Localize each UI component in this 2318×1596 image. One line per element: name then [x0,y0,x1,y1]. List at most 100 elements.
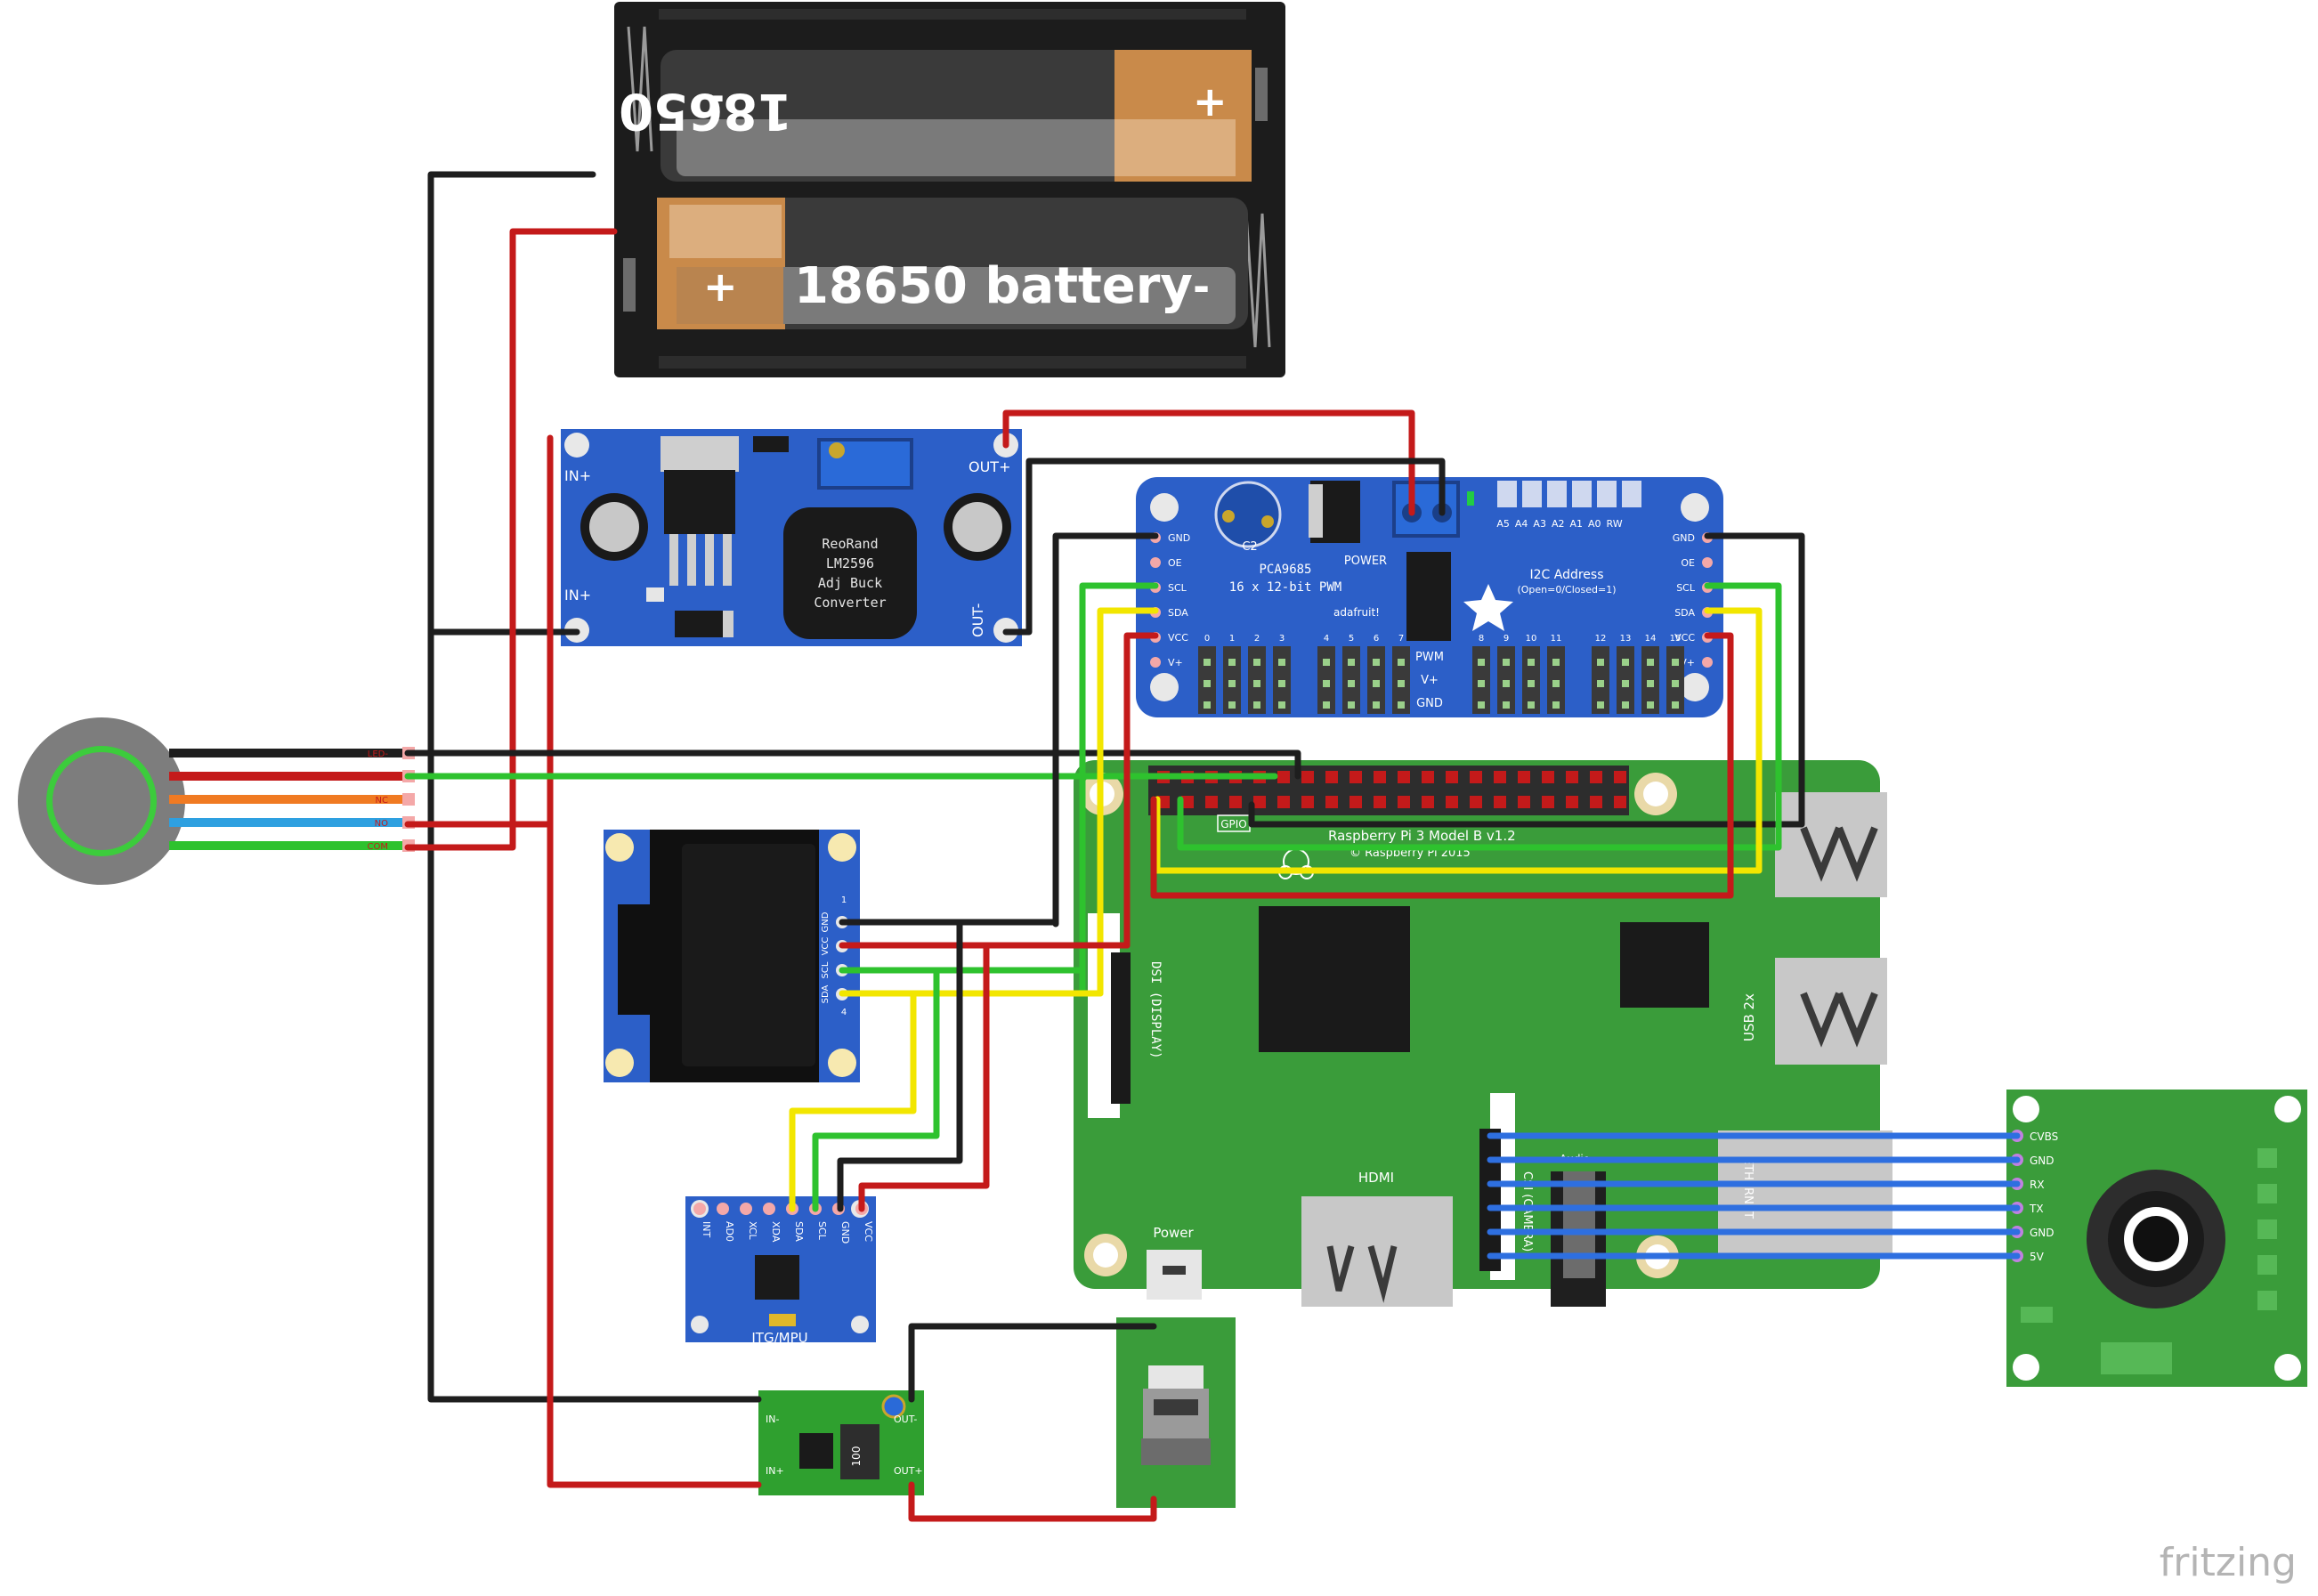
mini-buck-converter[interactable]: 100 IN- IN+ OUT- OUT+ [758,1390,924,1495]
gpio-pin[interactable] [1398,771,1410,783]
wire-pwm-sda[interactable] [1097,607,1159,997]
wire-pwm-gnd[interactable] [1052,532,1159,928]
fritzing-watermark: fritzing [2160,1540,2297,1585]
wire-battery-negative[interactable] [427,171,762,1403]
pwm-right-pin-label: VCC [1674,632,1695,644]
battery-holder[interactable]: - 18650 battery + + 18650 battery - [393,2,1285,377]
lm2596-buck-converter[interactable]: ReoRand LM2596 Adj Buck Converter IN+ IN… [561,429,1022,646]
wire-pwm-right-gnd[interactable] [1248,532,1805,828]
pwm-left-pin-label: VCC [1168,632,1188,644]
pwm-rail-vplus: V+ [1421,674,1439,687]
mini-buck-in-minus: IN- [766,1414,779,1425]
gpio-pin[interactable] [1518,796,1530,808]
mpu-pin-label: XCL [747,1221,758,1240]
gpio-pin[interactable] [1470,796,1482,808]
gpio-pin[interactable] [1446,796,1458,808]
wire-usb-negative[interactable] [908,1323,1157,1403]
pwm-left-pin-5[interactable] [1150,657,1161,668]
gpio-pin[interactable] [1349,796,1362,808]
pwm-left-pin-1[interactable] [1150,557,1161,568]
gpio-pin[interactable] [1494,771,1506,783]
raspberry-pi-3[interactable]: GPIO Raspberry Pi 3 Model B v1.2 © Raspb… [1074,760,1892,1307]
battery-cell-top: - 18650 battery + [393,50,1252,182]
gpio-pin[interactable] [1446,771,1458,783]
pi-ethernet-label: ETHERNET [1741,1157,1755,1219]
gpio-pin[interactable] [1398,796,1410,808]
wire-mpu-gnd[interactable] [837,919,963,1212]
pwm-channel-number: 15 [1670,634,1682,644]
gpio-pin[interactable] [1542,796,1554,808]
gpio-pin[interactable] [1301,771,1314,783]
wire-mini-buck-in-positive[interactable] [547,434,762,1488]
wire-pwm-right-vcc[interactable] [1150,632,1734,899]
gpio-pin[interactable] [1422,771,1434,783]
pwm-right-pin-1[interactable] [1702,557,1713,568]
header-pin [1278,659,1285,666]
micro-usb-breakout[interactable] [1116,1317,1236,1508]
gpio-pin[interactable] [1590,796,1602,808]
gpio-pin[interactable] [1181,796,1194,808]
gpio-pin[interactable] [1301,796,1314,808]
header-pin [1622,680,1629,687]
gpio-pin[interactable] [1422,796,1434,808]
gpio-pin[interactable] [1590,771,1602,783]
gpio-pin[interactable] [1566,796,1578,808]
pwm-right-pin-5[interactable] [1702,657,1713,668]
mpu-pin-label: SCL [816,1221,828,1241]
gpio-pin[interactable] [1277,796,1290,808]
gpio-pin[interactable] [1542,771,1554,783]
header-pin [1278,701,1285,709]
gpio-pin[interactable] [1325,796,1338,808]
wire-pwm-right-sda[interactable] [1154,607,1763,874]
wire-led-minus[interactable] [404,749,1301,780]
mpu-pin-ad0[interactable] [717,1203,729,1215]
wire-pwm-right-scl[interactable] [1177,582,1782,851]
wire-usb-positive[interactable] [908,1481,1157,1522]
wire-mpu-vcc[interactable] [858,942,990,1212]
mpu-pin-int[interactable] [693,1203,706,1215]
button-leg-COM [169,841,402,850]
wire-pwm-vcc[interactable] [1123,632,1159,949]
buck-in-plus-bottom: IN+ [564,587,591,604]
pwm-right-pin-label: SCL [1676,582,1696,594]
gpio-pin[interactable] [1614,771,1626,783]
gpio-pin[interactable] [1349,771,1362,783]
gpio-pin[interactable] [1566,771,1578,783]
gpio-pin[interactable] [1470,771,1482,783]
wire-buck-out-negative[interactable] [1002,458,1446,636]
header-pin [1622,701,1629,709]
gpio-pin[interactable] [1277,771,1290,783]
pwm-i2c-sub: (Open=0/Closed=1) [1517,584,1616,595]
header-pin [1528,680,1535,687]
wire-battery-positive[interactable] [404,228,618,851]
gpio-pin[interactable] [1229,796,1242,808]
oled-pin-label: GND [821,911,831,932]
gpio-pin[interactable] [1253,796,1266,808]
gpio-pin[interactable] [1325,771,1338,783]
gpio-pin[interactable] [1494,796,1506,808]
pwm-left-pin-label: GND [1168,532,1190,544]
mpu-pin-xcl[interactable] [740,1203,752,1215]
gpio-pin[interactable] [1614,796,1626,808]
pi-model-label: Raspberry Pi 3 Model B v1.2 [1328,828,1516,844]
wire-mpu-scl[interactable] [812,967,940,1212]
battery-bottom-minus: - [1193,263,1210,311]
header-pin [1647,680,1654,687]
pwm-channel-number: 13 [1620,634,1632,644]
wire-mpu-sda[interactable] [789,990,917,1212]
button-pin-NC[interactable] [402,793,415,806]
gpio-pin[interactable] [1518,771,1530,783]
gpio-pin[interactable] [1205,796,1218,808]
pwm-rail-gnd: GND [1416,697,1443,710]
header-pin [1647,659,1654,666]
gpio-pin[interactable] [1374,796,1386,808]
wire-pwm-scl[interactable] [1079,582,1159,997]
wiring [404,171,2021,1522]
mpu-pin-xda[interactable] [763,1203,775,1215]
gpio-pin[interactable] [1374,771,1386,783]
